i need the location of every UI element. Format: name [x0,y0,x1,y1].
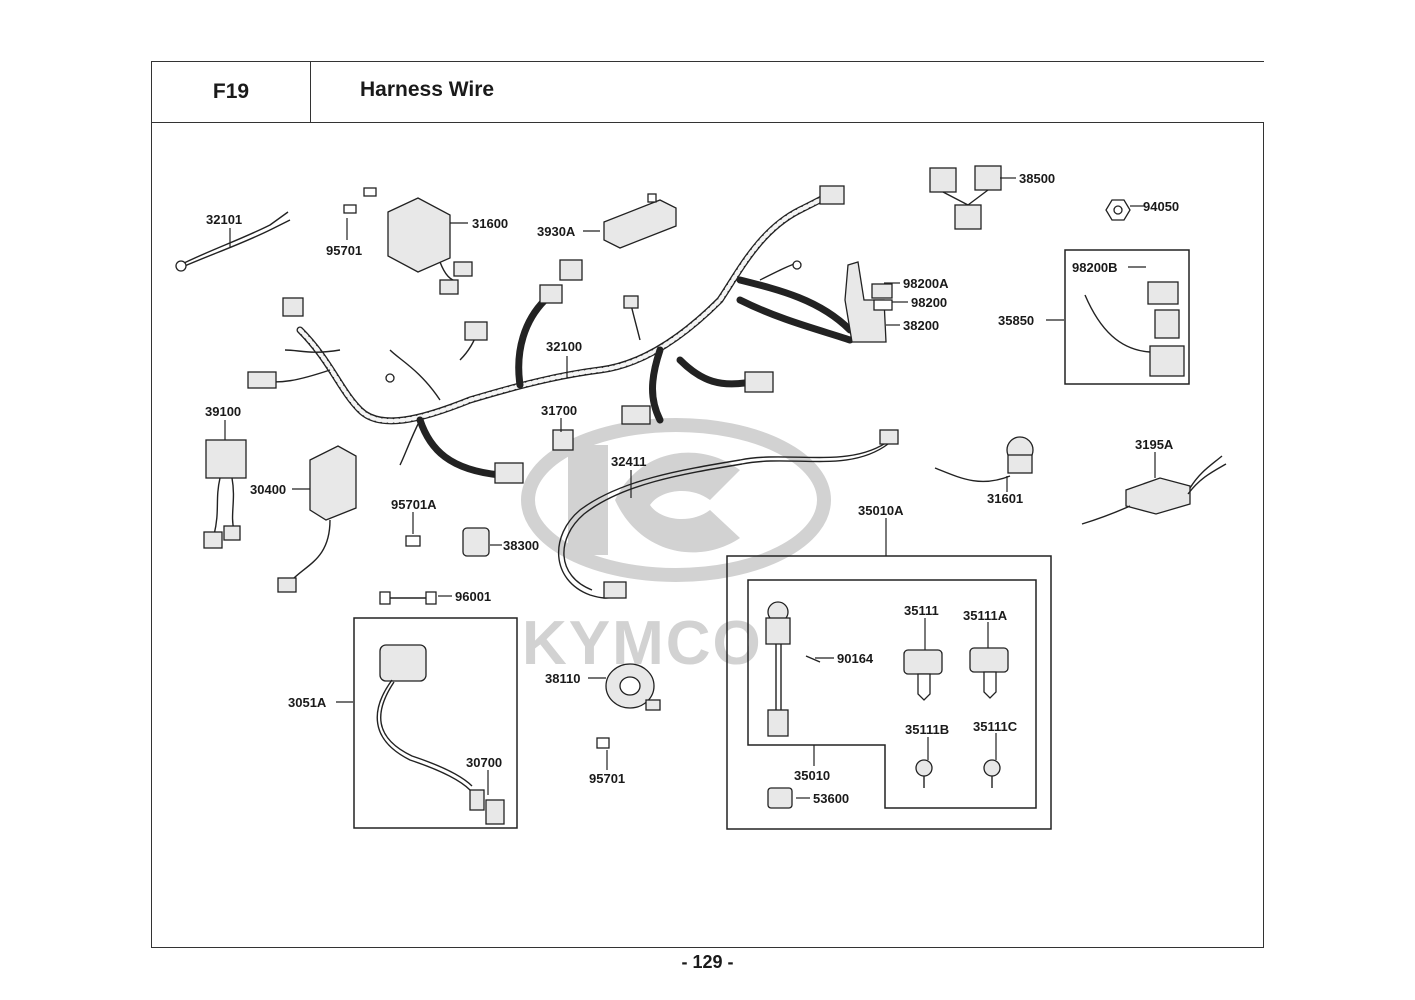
coil-30700-drawing [376,644,505,825]
part-label-98200B: 98200B [1072,260,1118,275]
part-label-38500: 38500 [1019,171,1055,186]
part-label-31601: 31601 [987,491,1023,506]
part-label-32100: 32100 [546,339,582,354]
connector-icon [494,462,524,484]
part-38300-drawing [462,527,490,557]
connector-icon [539,284,563,304]
main-harness-drawing [247,185,854,484]
part-label-98200: 98200 [911,295,947,310]
wire-32411-drawing [558,429,899,599]
connector-icon [282,297,304,317]
part-label-39100: 39100 [205,404,241,419]
part-label-32411: 32411 [611,454,646,469]
part-label-35010: 35010 [794,768,830,783]
part-label-30700: 30700 [466,755,502,770]
connector-icon [559,259,583,281]
part-label-31700: 31700 [541,403,577,418]
part-label-35111B: 35111B [905,722,949,737]
part-53600-drawing [767,787,793,809]
regulator-31600-drawing [343,187,473,295]
nut-94050-drawing [1105,199,1131,221]
ignition-31601-drawing [934,436,1034,483]
part-label-98200A: 98200A [903,276,949,291]
relay-35850-drawing [1084,281,1185,377]
connector-icon [819,185,845,205]
part-label-3930A: 3930A [537,224,576,239]
diagram-title: Harness Wire [360,78,495,101]
group-box-35010 [747,579,1037,809]
part-label-35111: 35111 [904,603,939,618]
connector-icon [247,371,277,389]
unit-3930A-drawing [603,193,677,249]
bolt-95701-drawing [596,737,610,749]
part-label-3051A: 3051A [288,695,327,710]
unit-3195A-drawing [1081,455,1227,525]
horn-38110-drawing [605,663,661,711]
part-label-32101: 32101 [206,212,242,227]
switch-35010-drawing [765,601,791,737]
ring-terminal-icon [792,260,802,270]
cdi-30400-drawing [277,445,357,593]
part-label-53600: 53600 [813,791,849,806]
part-label-38110: 38110 [545,671,580,686]
part-label-35850: 35850 [998,313,1034,328]
part-label-30400: 30400 [250,482,286,497]
part-label-35111C: 35111C [973,719,1018,734]
connector-icon [621,405,651,425]
diagram-code: F19 [212,80,250,103]
connector-icon [464,321,488,341]
unit-39100-drawing [203,439,247,549]
part-label-94050: 94050 [1143,199,1179,214]
part-label-96001: 96001 [455,589,491,604]
group-box-35850 [1064,249,1190,385]
strap-96001-drawing [379,591,437,605]
page-number: - 129 - [681,952,734,972]
part-label-31600: 31600 [472,216,508,231]
keys-drawing [805,647,1009,788]
part-label-95701A: 95701A [391,497,437,512]
part-31700-drawing [552,429,574,451]
part-label-95701-bottom: 95701 [589,771,625,786]
part-label-3195A: 3195A [1135,437,1174,452]
bolt-95701A-drawing [405,535,421,547]
part-label-35111A: 35111A [963,608,1008,623]
group-box-35010A [726,555,1052,830]
part-label-95701-top: 95701 [326,243,362,258]
part-label-38300: 38300 [503,538,539,553]
leader-lines [224,177,1156,799]
title-cell [310,61,1264,123]
connector-icon [744,371,774,393]
part-label-35010A: 35010A [858,503,904,518]
connector-icon [623,295,639,309]
diagram-frame [151,122,1264,948]
part-labels: 32101 95701 31600 3930A 38500 94050 9820… [205,171,1179,806]
group-box-3051A [353,617,518,829]
ring-terminal-icon [385,373,395,383]
part-label-90164: 90164 [837,651,874,666]
relays-38500-drawing [929,165,1002,230]
part-label-38200: 38200 [903,318,939,333]
fusebox-38200-drawing [844,261,893,343]
